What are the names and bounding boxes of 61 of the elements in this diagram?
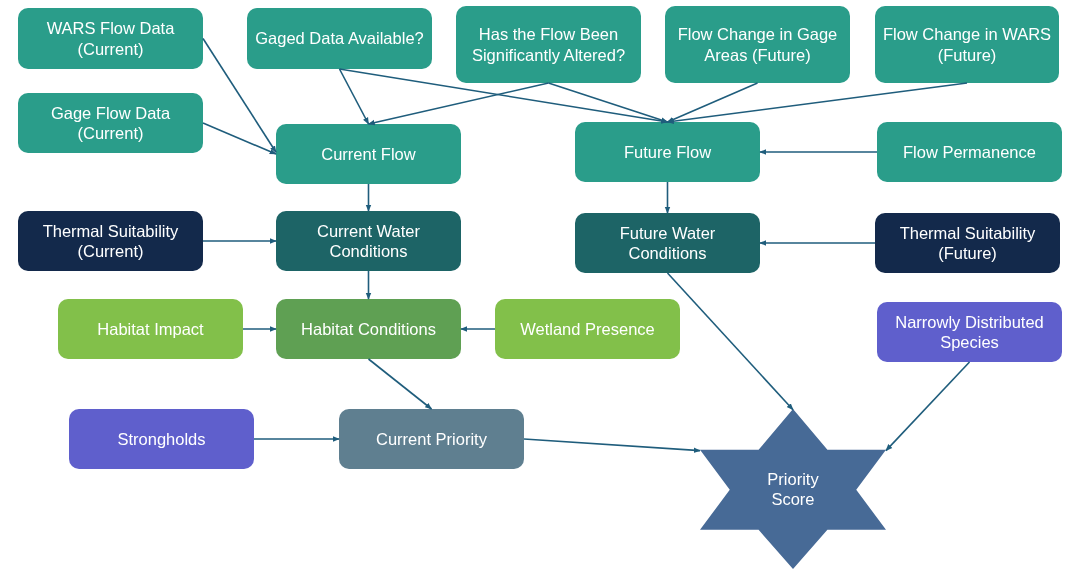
node-label: Flow Permanence	[903, 141, 1036, 163]
process-box	[575, 213, 760, 273]
arrow	[666, 82, 968, 124]
process-box	[339, 409, 524, 469]
process-box	[247, 8, 432, 69]
arrow	[338, 68, 370, 125]
node-label: Gaged Data Available?	[255, 28, 424, 49]
process-box	[875, 213, 1060, 273]
arrow	[759, 149, 878, 155]
process-box	[58, 299, 243, 359]
node-label: Habitat Conditions	[301, 318, 436, 340]
arrow	[666, 82, 759, 123]
process-box	[495, 299, 680, 359]
node-label: Flow Change in Gage Areas (Future)	[676, 24, 839, 65]
node-label: Thermal Suitability (Future)	[898, 222, 1037, 264]
process-box	[276, 211, 461, 271]
star-shape	[700, 409, 886, 569]
process-box	[18, 8, 203, 69]
arrow	[547, 82, 669, 123]
process-box	[877, 302, 1062, 362]
node-label: WARS Flow Data (Current)	[45, 18, 176, 59]
process-box	[276, 124, 461, 184]
node-label: Strongholds	[117, 428, 206, 450]
process-box	[575, 122, 760, 182]
node-label: Flow Change in WARS (Future)	[881, 24, 1053, 65]
node-label: Current Priority	[376, 428, 487, 450]
arrow	[759, 240, 876, 246]
process-box	[276, 299, 461, 359]
node-label: Current Flow	[321, 143, 416, 165]
arrow	[202, 37, 277, 153]
process-box	[877, 122, 1062, 182]
arrow	[885, 361, 971, 452]
node-label: Priority Score	[766, 468, 820, 510]
arrow	[242, 326, 277, 332]
arrow	[367, 358, 433, 410]
node-label: Has the Flow Been Significantly Altered?	[470, 24, 627, 65]
arrow	[365, 270, 372, 300]
process-box	[69, 409, 254, 469]
node-label: Future Flow	[623, 141, 712, 163]
arrow	[367, 82, 550, 126]
process-box	[18, 211, 203, 271]
node-label: Current Water Conditions	[316, 220, 421, 262]
node-label: Future Water Conditions	[618, 222, 717, 264]
arrow	[253, 436, 340, 442]
node-label: Gage Flow Data (Current)	[49, 102, 172, 144]
arrow	[202, 238, 277, 244]
node-label: Habitat Impact	[97, 318, 204, 340]
process-box	[875, 6, 1059, 83]
node-label: Wetland Presence	[520, 318, 655, 340]
process-box	[456, 6, 641, 83]
process-box	[18, 93, 203, 153]
node-label: Narrowly Distributed Species	[894, 311, 1045, 353]
process-box	[665, 6, 850, 83]
arrow	[202, 122, 277, 155]
arrow	[664, 181, 671, 214]
node-label: Thermal Suitability (Current)	[41, 220, 180, 262]
arrow	[523, 438, 701, 453]
arrow	[666, 272, 794, 411]
arrow	[338, 68, 669, 124]
arrow	[460, 326, 496, 332]
arrow	[365, 183, 372, 212]
